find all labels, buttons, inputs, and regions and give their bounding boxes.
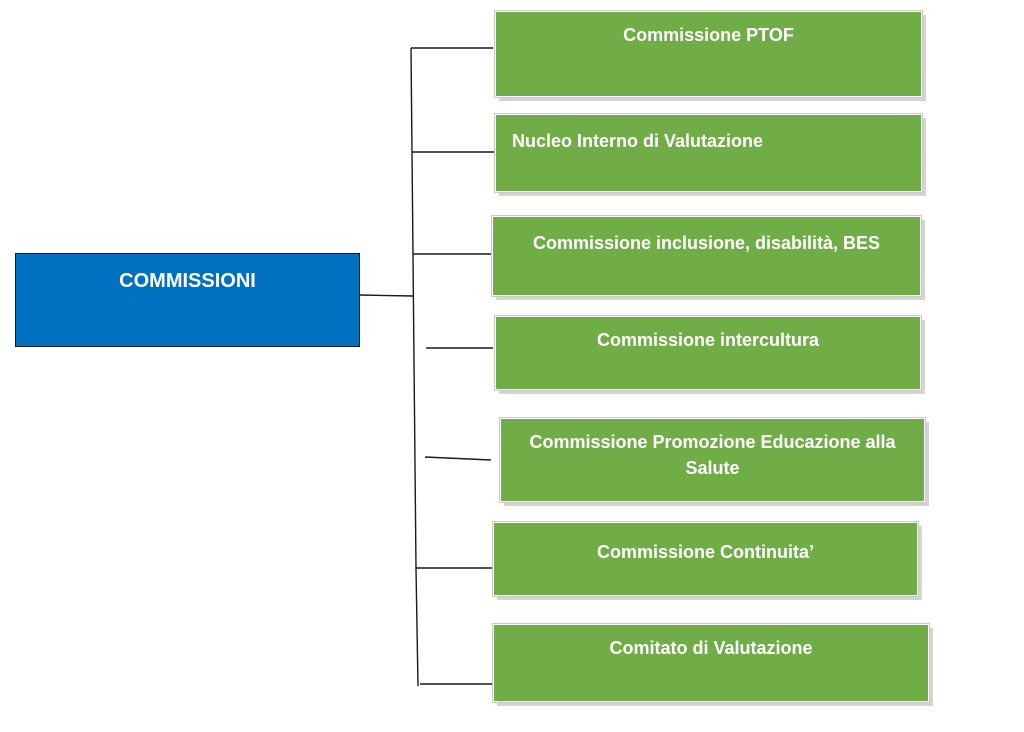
node-label: Comitato di Valutazione bbox=[609, 638, 813, 658]
node-comitato-valutazione: Comitato di Valutazione bbox=[492, 623, 930, 703]
node-label: Commissione intercultura bbox=[596, 330, 820, 350]
spine-upper bbox=[410, 47, 417, 569]
node-label: Commissione PTOF bbox=[623, 25, 794, 45]
node-label: Commissione Continuita’ bbox=[596, 542, 814, 562]
node-label: Commissione inclusione, disabilità, BES bbox=[532, 233, 881, 253]
node-commissione-continuita: Commissione Continuita’ bbox=[492, 521, 919, 597]
root-connector bbox=[359, 294, 414, 297]
root-node-label: COMMISSIONI bbox=[119, 270, 256, 292]
node-label: Commissione Promozione Educazione alla S… bbox=[529, 432, 896, 478]
node-commissione-inclusione: Commissione inclusione, disabilità, BES bbox=[491, 215, 922, 297]
node-commissione-intercultura: Commissione intercultura bbox=[494, 315, 922, 391]
root-node-commissioni: COMMISSIONI bbox=[15, 253, 360, 347]
spine-lower bbox=[415, 567, 419, 687]
node-commissione-ptof: Commissione PTOF bbox=[494, 10, 923, 98]
node-nucleo-interno-valutazione: Nucleo Interno di Valutazione bbox=[494, 113, 923, 193]
node-commissione-promozione-salute: Commissione Promozione Educazione alla S… bbox=[499, 417, 926, 503]
branch-line bbox=[424, 456, 492, 461]
node-label: Nucleo Interno di Valutazione bbox=[512, 131, 764, 151]
